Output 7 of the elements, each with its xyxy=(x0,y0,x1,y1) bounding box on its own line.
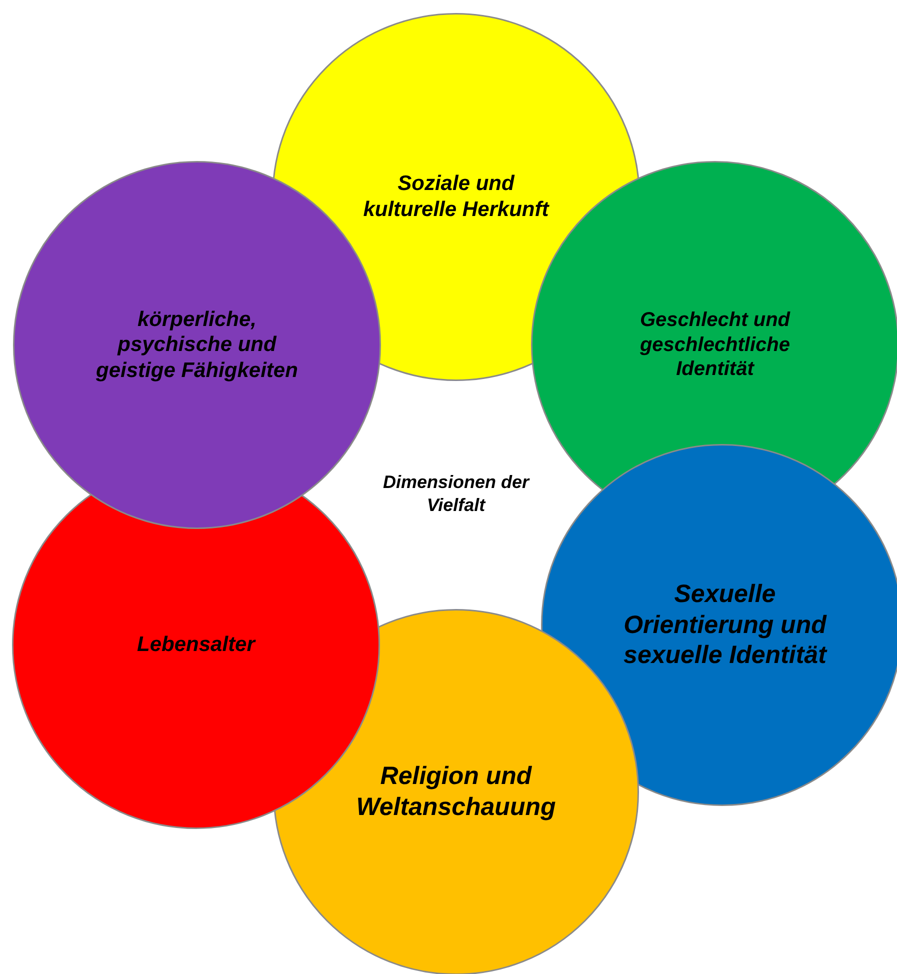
category-label: körperliche, psychische und geistige Fähigkeiten xyxy=(95,306,299,384)
category-label: Religion und Weltanschauung xyxy=(355,761,557,822)
category-label: Sexuelle Orientierung und sexuelle Identität xyxy=(622,579,828,671)
center-title: Dimensionen der Vielfalt xyxy=(382,471,531,518)
category-label: Soziale und kulturelle Herkunft xyxy=(362,171,550,223)
category-label: Geschlecht und geschlechtliche Identität xyxy=(638,308,792,382)
category-label: Lebensalter xyxy=(137,632,255,658)
